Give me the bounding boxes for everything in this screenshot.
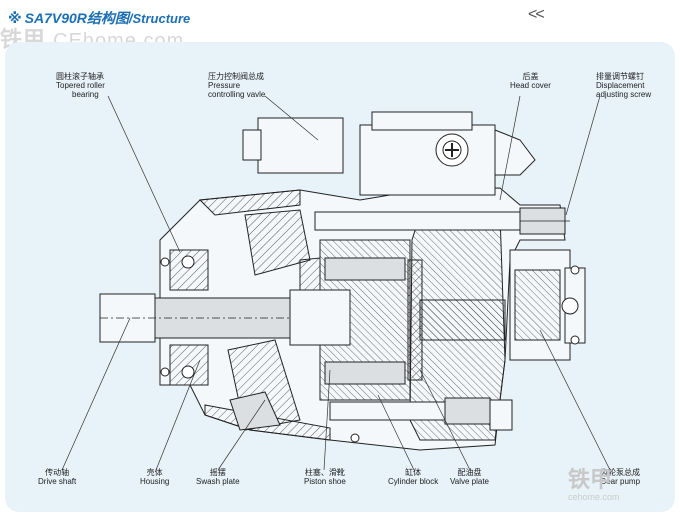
label-pressure-control-valve: 压力控制阀总成 Pressure controlling vavle	[208, 72, 266, 99]
head-cover-arm	[494, 129, 536, 176]
pressure-valve-cap	[242, 129, 262, 161]
title-main: SA7V90R结构图	[24, 10, 129, 26]
piston-center	[289, 289, 351, 346]
valve-block-inner	[371, 111, 473, 131]
label-displacement-screw: 排量调节螺钉 Displacement adjusting screw	[596, 72, 652, 99]
label-tapered-roller-bearing: 圆柱滚子轴承 Topered roller bearing	[56, 72, 105, 99]
leader-drive-shaft	[61, 317, 131, 471]
piston-lower	[324, 361, 406, 385]
leader-housing	[155, 359, 201, 471]
label-housing: 壳体 Housing	[140, 468, 170, 486]
label-swash-plate: 摇摆 Swash plate	[196, 468, 240, 486]
inner-hatch-2	[419, 299, 506, 341]
pressure-valve-body	[257, 117, 344, 174]
swash-cradle	[229, 391, 281, 431]
control-spool	[314, 211, 526, 231]
valve-block	[359, 124, 496, 196]
piston-upper	[324, 257, 406, 281]
leader-gear-pump	[539, 329, 611, 471]
label-gear-pump: 齿轮泵总成 Gear pump	[600, 468, 641, 486]
watermark-bottom: 铁甲 cehome.com	[568, 467, 620, 502]
gear-pump-port	[561, 297, 579, 315]
servo-piston	[329, 401, 451, 421]
label-piston-shoe: 柱塞、滑靴 Piston shoe	[304, 468, 346, 486]
label-drive-shaft: 传动轴 Drive shaft	[38, 468, 77, 486]
title-mark: ※	[8, 10, 22, 26]
servo-cap	[489, 399, 513, 431]
leader-valve-plate	[419, 369, 471, 471]
leader-pressure-valve	[264, 95, 319, 141]
label-valve-plate: 配油盘 Valve plate	[450, 468, 489, 486]
leader-cylinder	[377, 394, 415, 471]
collapse-button[interactable]: <<	[528, 6, 545, 23]
bearing-lower	[169, 344, 209, 386]
servo-spring	[444, 397, 491, 425]
leader-bearing	[107, 95, 181, 253]
leader-swash	[217, 399, 266, 471]
title-subtitle: /Structure	[128, 11, 191, 26]
leader-head-cover	[499, 95, 521, 201]
label-cylinder-block: 缸体 Cylinder block	[388, 468, 439, 486]
housing-wall-top	[198, 189, 301, 216]
page-title: ※SA7V90R结构图/Structure	[8, 8, 190, 28]
gear-pump-hatch	[514, 269, 561, 341]
leader-displacement	[565, 95, 601, 216]
label-head-cover: 后盖 Head cover	[510, 72, 551, 90]
header: ※SA7V90R结构图/Structure <<	[0, 0, 680, 36]
inner-hatch-1	[299, 257, 321, 291]
leader-piston	[323, 369, 331, 471]
